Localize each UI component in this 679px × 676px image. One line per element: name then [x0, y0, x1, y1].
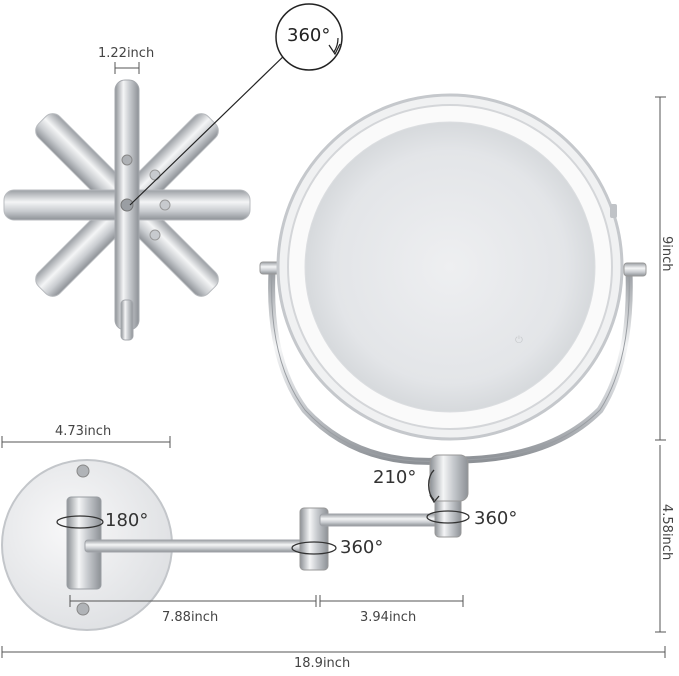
dimension-lines [1, 96, 666, 658]
mirror-height-label: 9inch [659, 236, 674, 272]
rotate-arrow-icon [328, 43, 341, 56]
touch-sensor-icon: ⏻ [515, 335, 523, 346]
base-swivel-label: 180° [105, 510, 149, 531]
arm-height-label: 4.58inch [659, 504, 674, 561]
right-knob [623, 262, 647, 277]
upper-arm [319, 513, 441, 527]
rotate-arrow-icon [56, 515, 104, 529]
screw-icon [149, 169, 161, 181]
extension-arm [84, 454, 469, 571]
side-button-icon [610, 204, 617, 218]
screw-icon [159, 199, 171, 211]
middle-joint-rotation-label: 360° [340, 537, 384, 558]
screw-icon [121, 154, 133, 166]
rotate-arrow-icon [426, 510, 470, 524]
screw-icon [149, 229, 161, 241]
rotation-callout-circle [275, 3, 343, 71]
arm-long-label: 7.88inch [162, 610, 219, 625]
arm-short-label: 3.94inch [360, 610, 417, 625]
mirror-glass [304, 121, 596, 413]
tilt-joint [429, 454, 469, 502]
screw-icon [76, 602, 90, 616]
top-joint-rotation-label: 360° [474, 508, 518, 529]
callout-line [129, 49, 291, 206]
rotate-arrow-icon [291, 541, 337, 555]
plate-width-label: 4.73inch [55, 424, 112, 439]
mirror-tilt-label: 210° [373, 467, 417, 488]
pivot-screw-icon [120, 198, 134, 212]
screw-icon [76, 464, 90, 478]
thickness-label: 1.22inch [98, 46, 155, 61]
mirror-front-view: ⏻ [259, 93, 647, 465]
lower-arm [84, 539, 311, 553]
rotation-illustration [3, 3, 343, 341]
total-length-label: 18.9inch [294, 656, 351, 671]
rotation-marks [56, 469, 470, 555]
mirror-spin-label: 360° [287, 25, 331, 46]
